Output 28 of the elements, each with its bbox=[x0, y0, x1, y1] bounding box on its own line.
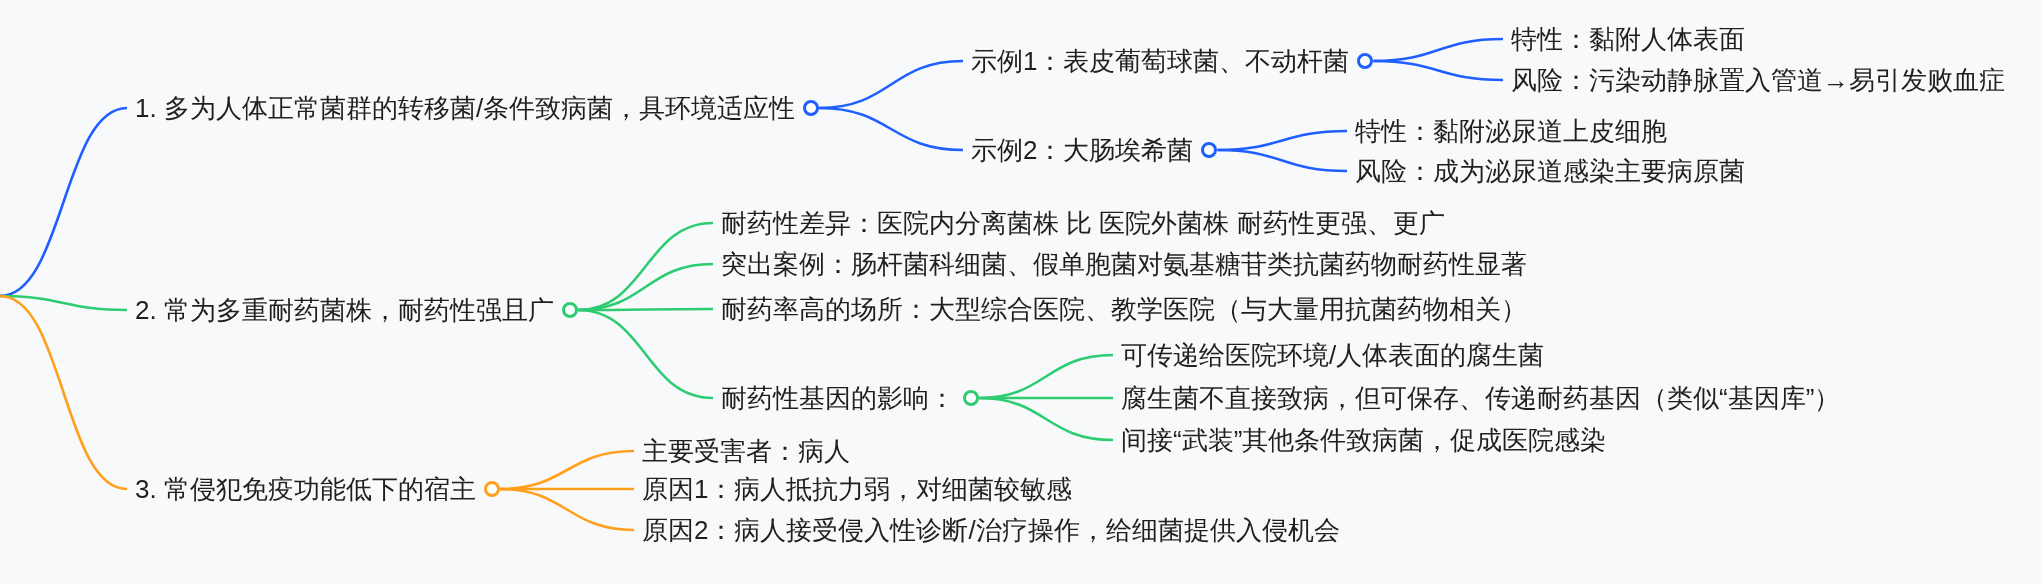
topic-label: 风险：污染动静脉置入管道→易引发败血症 bbox=[1511, 64, 2005, 97]
topic-label: 3. 常侵犯免疫功能低下的宿主 bbox=[135, 473, 476, 506]
topic-label: 突出案例：肠杆菌科细菌、假单胞菌对氨基糖苷类抗菌药物耐药性显著 bbox=[721, 248, 1527, 281]
topic-label: 耐药性差异：医院内分离菌株 比 医院外菌株 耐药性更强、更广 bbox=[721, 207, 1445, 240]
branch-line bbox=[978, 396, 1114, 442]
topic-label: 2. 常为多重耐药菌株，耐药性强且广 bbox=[135, 294, 554, 327]
topic-label: 示例1：表皮葡萄球菌、不动杆菌 bbox=[971, 45, 1350, 78]
topic-label: 耐药性基因的影响： bbox=[721, 382, 955, 415]
branch-line bbox=[0, 294, 128, 491]
branch-line bbox=[499, 487, 635, 532]
topic-label: 原因1：病人抵抗力弱，对细菌较敏感 bbox=[642, 473, 1073, 506]
topic-label: 可传递给医院环境/人体表面的腐生菌 bbox=[1121, 339, 1545, 372]
topic-label: 耐药率高的场所：大型综合医院、教学医院（与大量用抗菌药物相关） bbox=[721, 293, 1527, 326]
branch-line bbox=[1217, 148, 1348, 173]
topic-label: 主要受害者：病人 bbox=[642, 435, 850, 468]
topic-label: 特性：黏附泌尿道上皮细胞 bbox=[1355, 115, 1667, 148]
topic-label: 1. 多为人体正常菌群的转移菌/条件致病菌，具环境适应性 bbox=[135, 92, 796, 125]
branch-line bbox=[1373, 59, 1504, 82]
branch-line bbox=[577, 221, 714, 312]
branch-line bbox=[577, 308, 714, 400]
branch-line bbox=[819, 106, 964, 152]
topic-label: 腐生菌不直接致病，但可保存、传递耐药基因（类似“基因库”） bbox=[1121, 382, 1841, 415]
topic-label: 示例2：大肠埃希菌 bbox=[971, 134, 1194, 167]
branch-line bbox=[0, 106, 128, 298]
topic-label: 风险：成为泌尿道感染主要病原菌 bbox=[1355, 155, 1745, 188]
topic-label: 原因2：病人接受侵入性诊断/治疗操作，给细菌提供入侵机会 bbox=[642, 514, 1340, 547]
topic-label: 间接“武装”其他条件致病菌，促成医院感染 bbox=[1121, 424, 1607, 457]
topic-label: 特性：黏附人体表面 bbox=[1511, 23, 1745, 56]
